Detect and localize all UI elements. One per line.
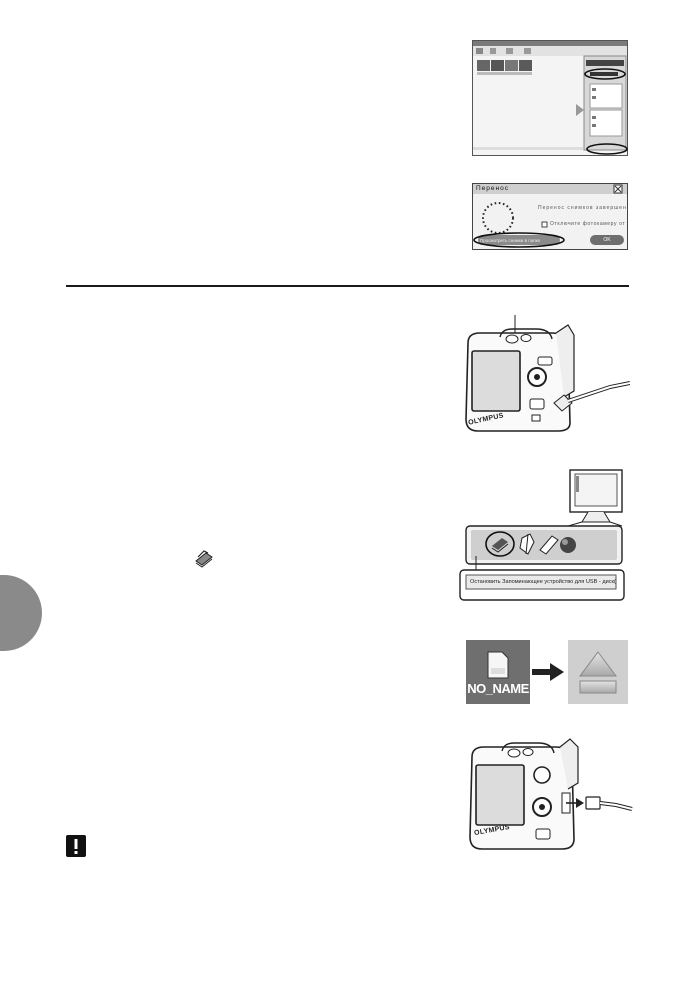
disconnect-checkbox-label: Отключите фотокамеру от [550,221,626,227]
software-window-screenshot [472,40,628,156]
camera-usb-connected-illustration: OLYMPUS [460,315,630,435]
caution-icon [66,835,86,857]
arrow-right-icon [532,662,566,682]
usb-eject-tray-icon[interactable] [485,531,515,557]
dialog-message: Перенос снимков завершен. [538,205,630,211]
ok-button[interactable]: OK [603,237,611,243]
pencil-tray-icon [539,535,559,555]
tray-eject-illustration: Остановить Запоминающее устройство для U… [458,468,628,602]
open-folder-button[interactable]: Просмотреть снимки в папке [480,238,541,243]
section-divider [66,285,629,287]
camera-usb-disconnect-illustration: OLYMPUS [466,735,636,855]
security-tray-icon [560,537,576,553]
network-tray-icon [519,533,535,555]
eject-tooltip[interactable]: Остановить Запоминающее устройство для U… [470,579,616,585]
eject-icon [568,640,628,704]
chapter-tab [0,575,42,651]
mac-volume-icon: NO_NAME [466,640,530,704]
usb-eject-icon [192,545,216,569]
volume-name-label: NO_NAME [467,681,529,696]
transfer-dialog: Перенос Перенос снимков завершен. Отключ… [472,183,628,250]
dialog-title: Перенос [476,185,509,192]
